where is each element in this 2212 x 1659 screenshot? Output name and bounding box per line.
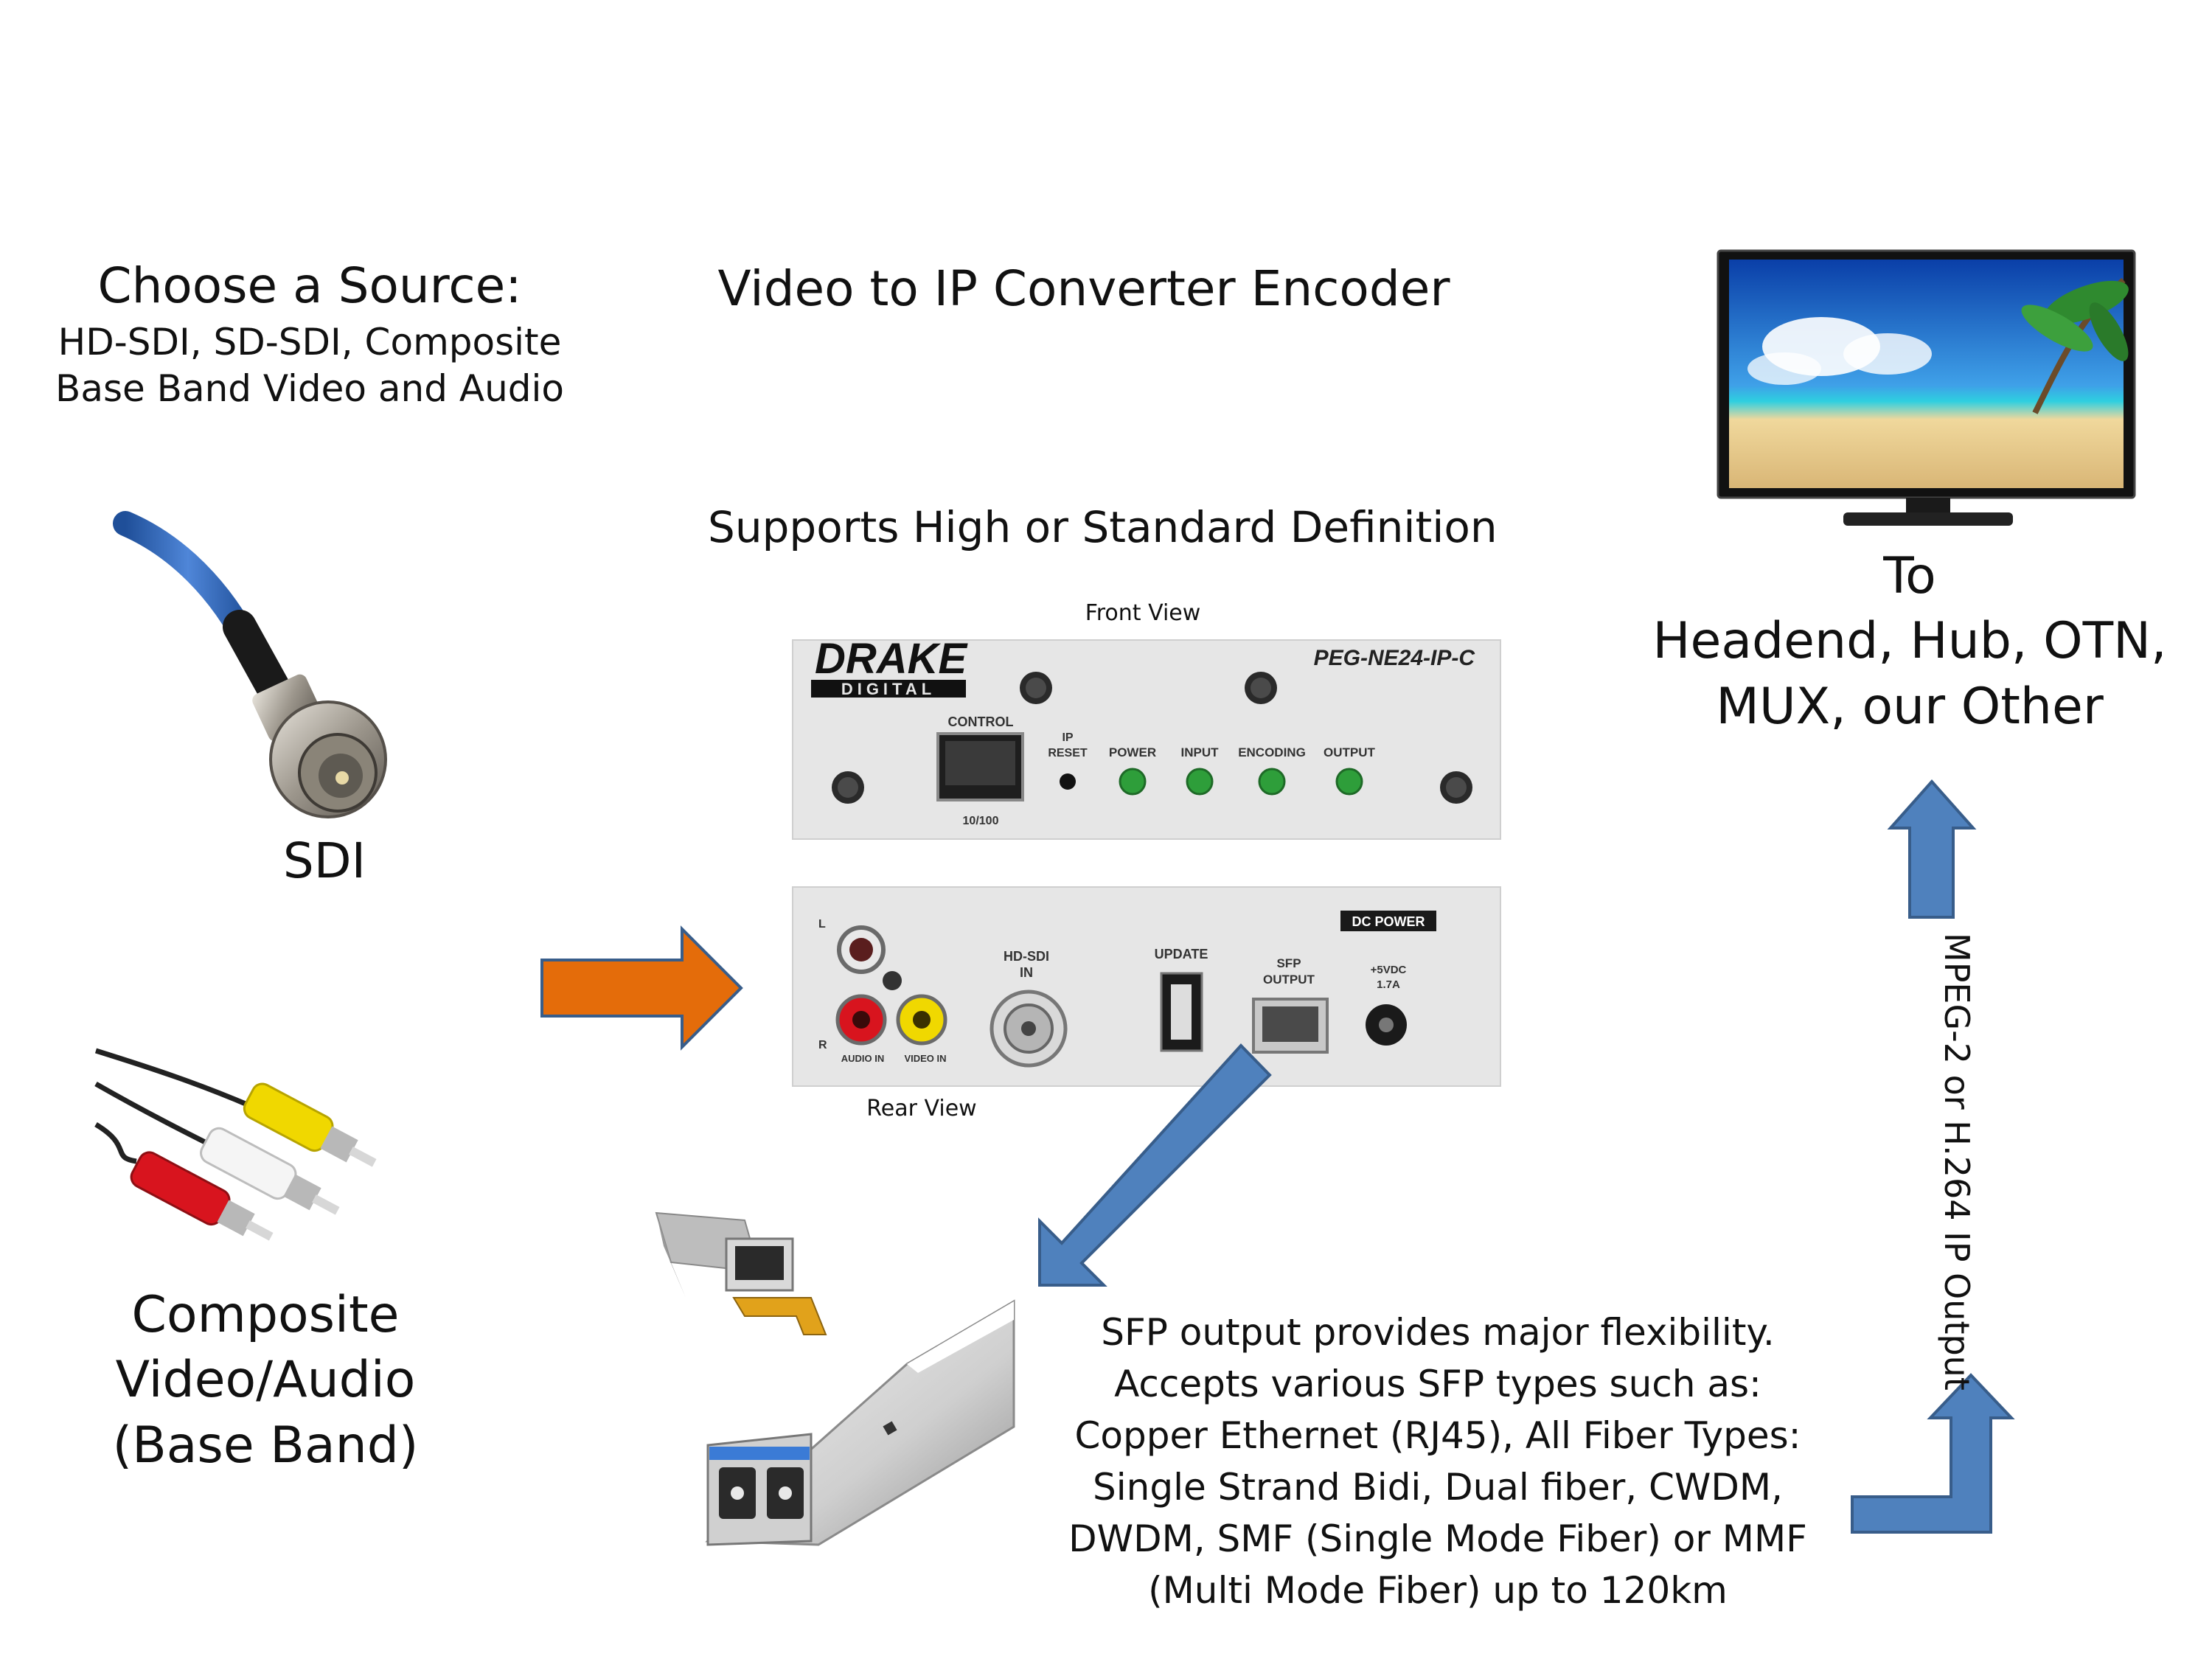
composite-line-1: Composite <box>131 1286 400 1344</box>
led-label-power: POWER <box>1109 745 1156 759</box>
blue-up-arrow-shape <box>1887 779 1977 919</box>
blue-diagonal-arrow <box>1038 1043 1272 1287</box>
sdi-label: SDI <box>282 832 366 889</box>
tv-icon <box>1717 249 2136 526</box>
rear-view-label: Rear View <box>866 1096 977 1121</box>
sfp-desc-line-6: (Multi Mode Fiber) up to 120km <box>1148 1569 1728 1612</box>
led-label-output: OUTPUT <box>1324 745 1376 759</box>
hdsdi-label-1: HD-SDI <box>1004 949 1049 964</box>
brand-bottom: DIGITAL <box>841 680 936 698</box>
encoder-subtitle: Supports High or Standard Definition <box>708 502 1498 552</box>
audio-in-label: AUDIO IN <box>841 1053 885 1064</box>
front-panel <box>792 639 1501 840</box>
dc-power-label: DC POWER <box>1352 914 1425 929</box>
destination-line-3: MUX, our Other <box>1716 677 2104 736</box>
brand-top: DRAKE <box>815 635 969 683</box>
composite-line-2: Video/Audio <box>115 1351 416 1410</box>
sfp-desc-line-4: Single Strand Bidi, Dual fiber, CWDM, <box>1093 1466 1783 1509</box>
volt-label: +5VDC <box>1371 964 1407 976</box>
destination-line-2: Headend, Hub, OTN, <box>1652 612 2167 671</box>
rear-panel-labels: L R AUDIO IN VIDEO IN HD-SDI IN UPDATE S… <box>818 914 1425 1064</box>
sfp-desc-line-2: Accepts various SFP types such as: <box>1114 1363 1761 1405</box>
amp-label: 1.7A <box>1377 978 1400 991</box>
r-label: R <box>818 1039 827 1051</box>
encoder-title: Video to IP Converter Encoder <box>717 260 1450 317</box>
l-label: L <box>818 918 826 931</box>
sfp-label-1: SFP <box>1276 956 1301 970</box>
control-label: CONTROL <box>948 714 1014 729</box>
source-line-2: Base Band Video and Audio <box>55 367 564 411</box>
port-speed-label: 10/100 <box>963 815 999 827</box>
sfp-desc-line-3: Copper Ethernet (RJ45), All Fiber Types: <box>1074 1414 1801 1457</box>
rear-panel <box>792 886 1501 1087</box>
front-view-label: Front View <box>1085 600 1201 626</box>
led-label-input: INPUT <box>1181 745 1220 759</box>
bnc-cable-icon <box>113 511 387 818</box>
sfp-desc-line-1: SFP output provides major flexibility. <box>1101 1311 1775 1354</box>
blue-bent-arrow <box>1851 1373 2015 1534</box>
destination-label: To Headend, Hub, OTN, MUX, our Other <box>1622 544 2197 740</box>
sfp-label-2: OUTPUT <box>1263 973 1315 987</box>
sfp-rj45-module-icon <box>655 1211 827 1335</box>
orange-arrow <box>540 925 743 1051</box>
ip-label: IP <box>1062 731 1073 744</box>
hdsdi-label-2: IN <box>1020 965 1033 980</box>
rca-cable-icon <box>94 1048 377 1241</box>
model-number: PEG-NE24-IP-C <box>1314 646 1476 670</box>
composite-label: Composite Video/Audio (Base Band) <box>74 1283 457 1478</box>
composite-line-3: (Base Band) <box>112 1416 419 1475</box>
led-label-encoding: ENCODING <box>1238 745 1306 759</box>
source-line-1: HD-SDI, SD-SDI, Composite <box>58 320 562 364</box>
front-panel-labels: DRAKE DIGITAL PEG-NE24-IP-C CONTROL 10/1… <box>811 635 1475 827</box>
sfp-desc-line-5: DWDM, SMF (Single Mode Fiber) or MMF <box>1068 1517 1807 1560</box>
ip-output-label: MPEG-2 or H.264 IP Output <box>1937 933 1977 1391</box>
update-label: UPDATE <box>1155 947 1208 961</box>
source-heading: Choose a Source: HD-SDI, SD-SDI, Composi… <box>29 258 590 411</box>
video-in-label: VIDEO IN <box>904 1053 946 1064</box>
sfp-description: SFP output provides major flexibility. A… <box>1032 1307 1843 1616</box>
source-title: Choose a Source: <box>97 257 522 314</box>
sfp-fiber-module-icon <box>705 1299 1015 1546</box>
reset-label: RESET <box>1048 747 1088 759</box>
destination-line-1: To <box>1883 547 1936 605</box>
